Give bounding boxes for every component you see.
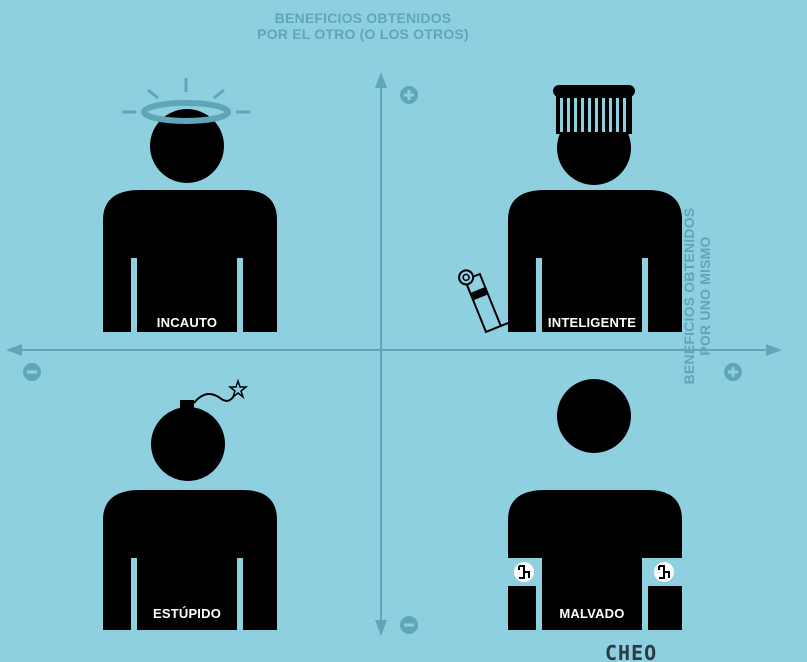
right-axis-title-line1: BENEFICIOS OBTENIDOS bbox=[681, 186, 697, 406]
top-axis-title-line1: BENEFICIOS OBTENIDOS bbox=[243, 10, 483, 26]
plus-icon bbox=[724, 363, 742, 381]
quadrant-label-incauto: INCAUTO bbox=[132, 315, 242, 330]
top-axis-title: BENEFICIOS OBTENIDOS POR EL OTRO (O LOS … bbox=[243, 10, 483, 42]
inteligente-figure bbox=[508, 111, 682, 332]
swastika-armband-icon bbox=[506, 558, 542, 586]
bomb-icon bbox=[180, 381, 246, 410]
right-axis-title-line2: POR UNO MISMO bbox=[697, 186, 713, 406]
estupido-figure bbox=[103, 407, 277, 630]
plus-icon bbox=[400, 86, 418, 104]
malvado-figure bbox=[508, 379, 682, 630]
quadrant-label-estupido: ESTÚPIDO bbox=[132, 606, 242, 621]
beanie-icon bbox=[553, 85, 635, 134]
minus-icon bbox=[23, 363, 41, 381]
vertical-axis bbox=[375, 72, 387, 636]
top-axis-title-line2: POR EL OTRO (O LOS OTROS) bbox=[243, 26, 483, 42]
swastika-armband-icon bbox=[646, 558, 682, 586]
cheo-logo: CHEO bbox=[605, 642, 665, 662]
minus-icon bbox=[400, 616, 418, 634]
quadrant-label-malvado: MALVADO bbox=[537, 606, 647, 621]
right-axis-title: BENEFICIOS OBTENIDOS POR UNO MISMO bbox=[681, 186, 713, 406]
quadrant-label-inteligente: INTELIGENTE bbox=[537, 315, 647, 330]
incauto-figure bbox=[103, 109, 277, 332]
horizontal-axis bbox=[6, 344, 782, 356]
